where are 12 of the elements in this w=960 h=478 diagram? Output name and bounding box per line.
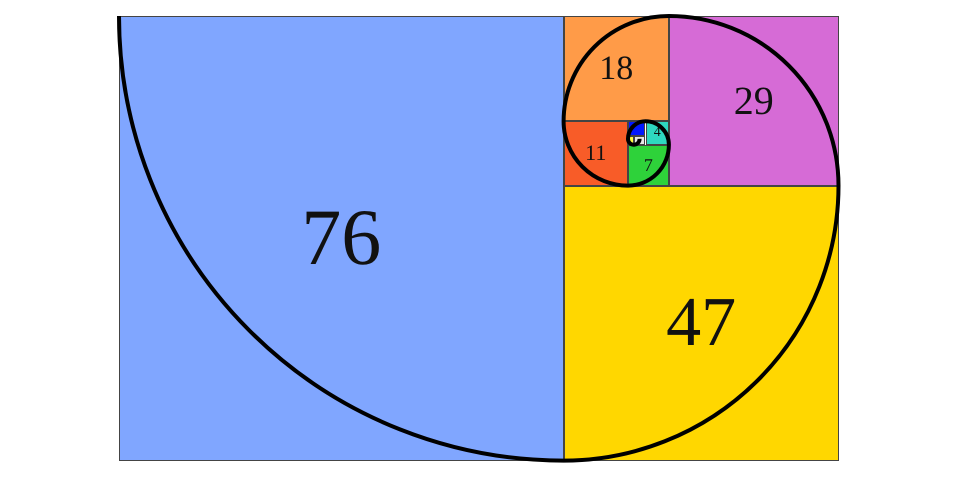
- tile-number: 7: [644, 156, 653, 174]
- tile-number: 76: [301, 198, 382, 278]
- square-tile: [564, 186, 839, 461]
- square-tile: [564, 121, 628, 186]
- tile-number: 18: [599, 52, 634, 86]
- tile-number: 4: [654, 126, 661, 140]
- tile-number: 47: [666, 288, 736, 358]
- square-tile: [119, 16, 564, 461]
- tile-number: 11: [585, 142, 606, 164]
- square-tile: [564, 16, 669, 122]
- tile-number: 29: [734, 80, 774, 121]
- square-tile: [668, 16, 839, 186]
